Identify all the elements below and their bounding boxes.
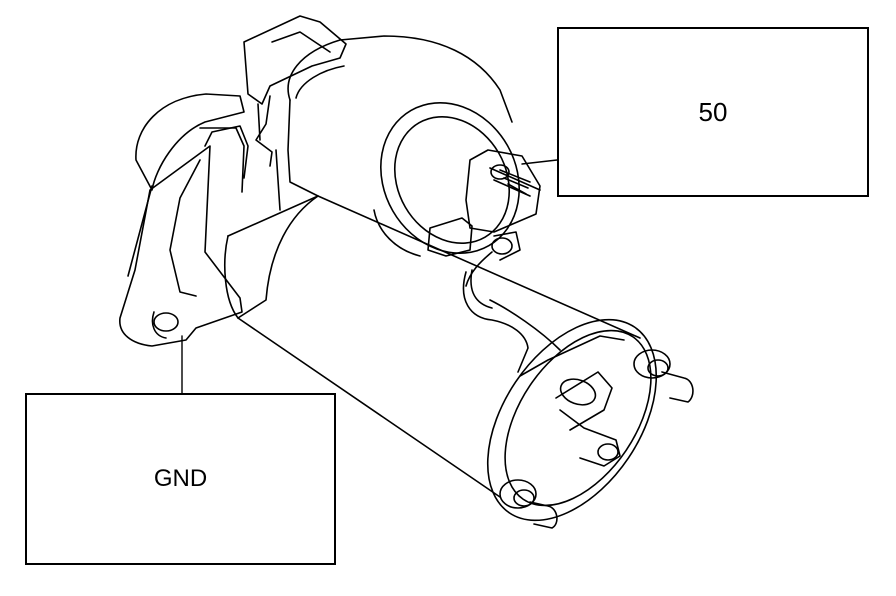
mounting-hole xyxy=(154,313,178,331)
rear-end-cap xyxy=(453,289,691,551)
solenoid-terminals xyxy=(428,150,540,286)
ground-label: GND xyxy=(153,465,208,492)
through-bolts xyxy=(500,350,693,528)
terminal-50-label: 50 xyxy=(698,96,728,127)
connector-strap xyxy=(464,270,560,372)
leader-line-50 xyxy=(522,160,557,164)
ground-callout: GND xyxy=(25,393,336,565)
mounting-flange xyxy=(120,94,248,346)
terminal-50-callout: 50 xyxy=(557,27,869,197)
shaft-end xyxy=(598,444,618,460)
solenoid-end-cap xyxy=(354,77,546,278)
solenoid xyxy=(244,16,546,279)
